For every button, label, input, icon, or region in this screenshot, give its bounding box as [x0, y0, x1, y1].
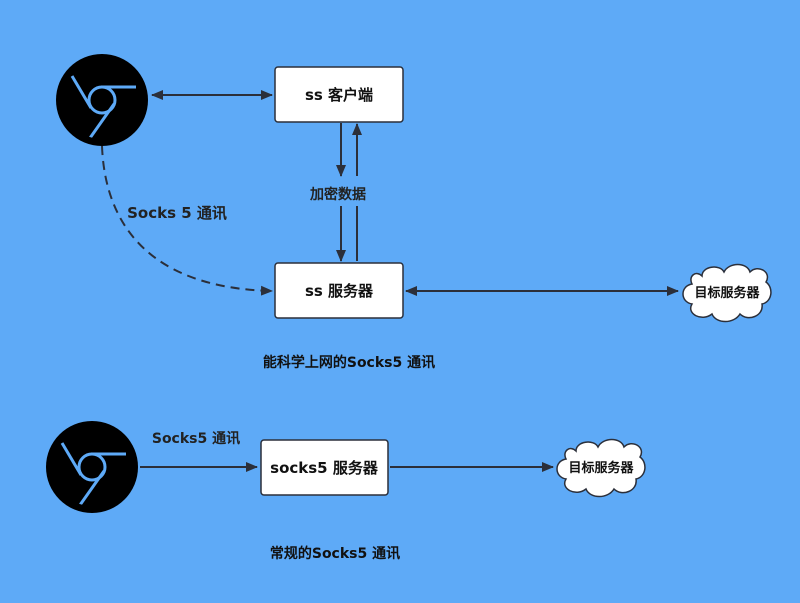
socks5-dashed-arrow: [101, 145, 273, 296]
target-server-label-bottom: 目标服务器: [568, 460, 634, 476]
ss-client-box: ss 客户端: [274, 66, 404, 123]
chrome-icon: [46, 421, 138, 513]
socks5-label-top: Socks 5 通讯: [127, 204, 227, 222]
target-server-label-top: 目标服务器: [694, 285, 760, 301]
cloud-icon: [682, 263, 772, 323]
socks5-server-label: socks5 服务器: [270, 459, 379, 477]
socks5-server-box: socks5 服务器: [260, 439, 389, 496]
ss-client-label: ss 客户端: [305, 86, 373, 104]
ss-server-box: ss 服务器: [274, 262, 404, 319]
encrypt-label: 加密数据: [309, 186, 366, 203]
cloud-icon: [556, 438, 646, 498]
chrome-icon: [56, 54, 148, 146]
ss-server-label: ss 服务器: [305, 282, 374, 300]
caption-top: 能科学上网的Socks5 通讯: [263, 354, 435, 371]
socks5-label-bottom: Socks5 通讯: [152, 431, 240, 447]
caption-bottom: 常规的Socks5 通讯: [270, 545, 400, 562]
